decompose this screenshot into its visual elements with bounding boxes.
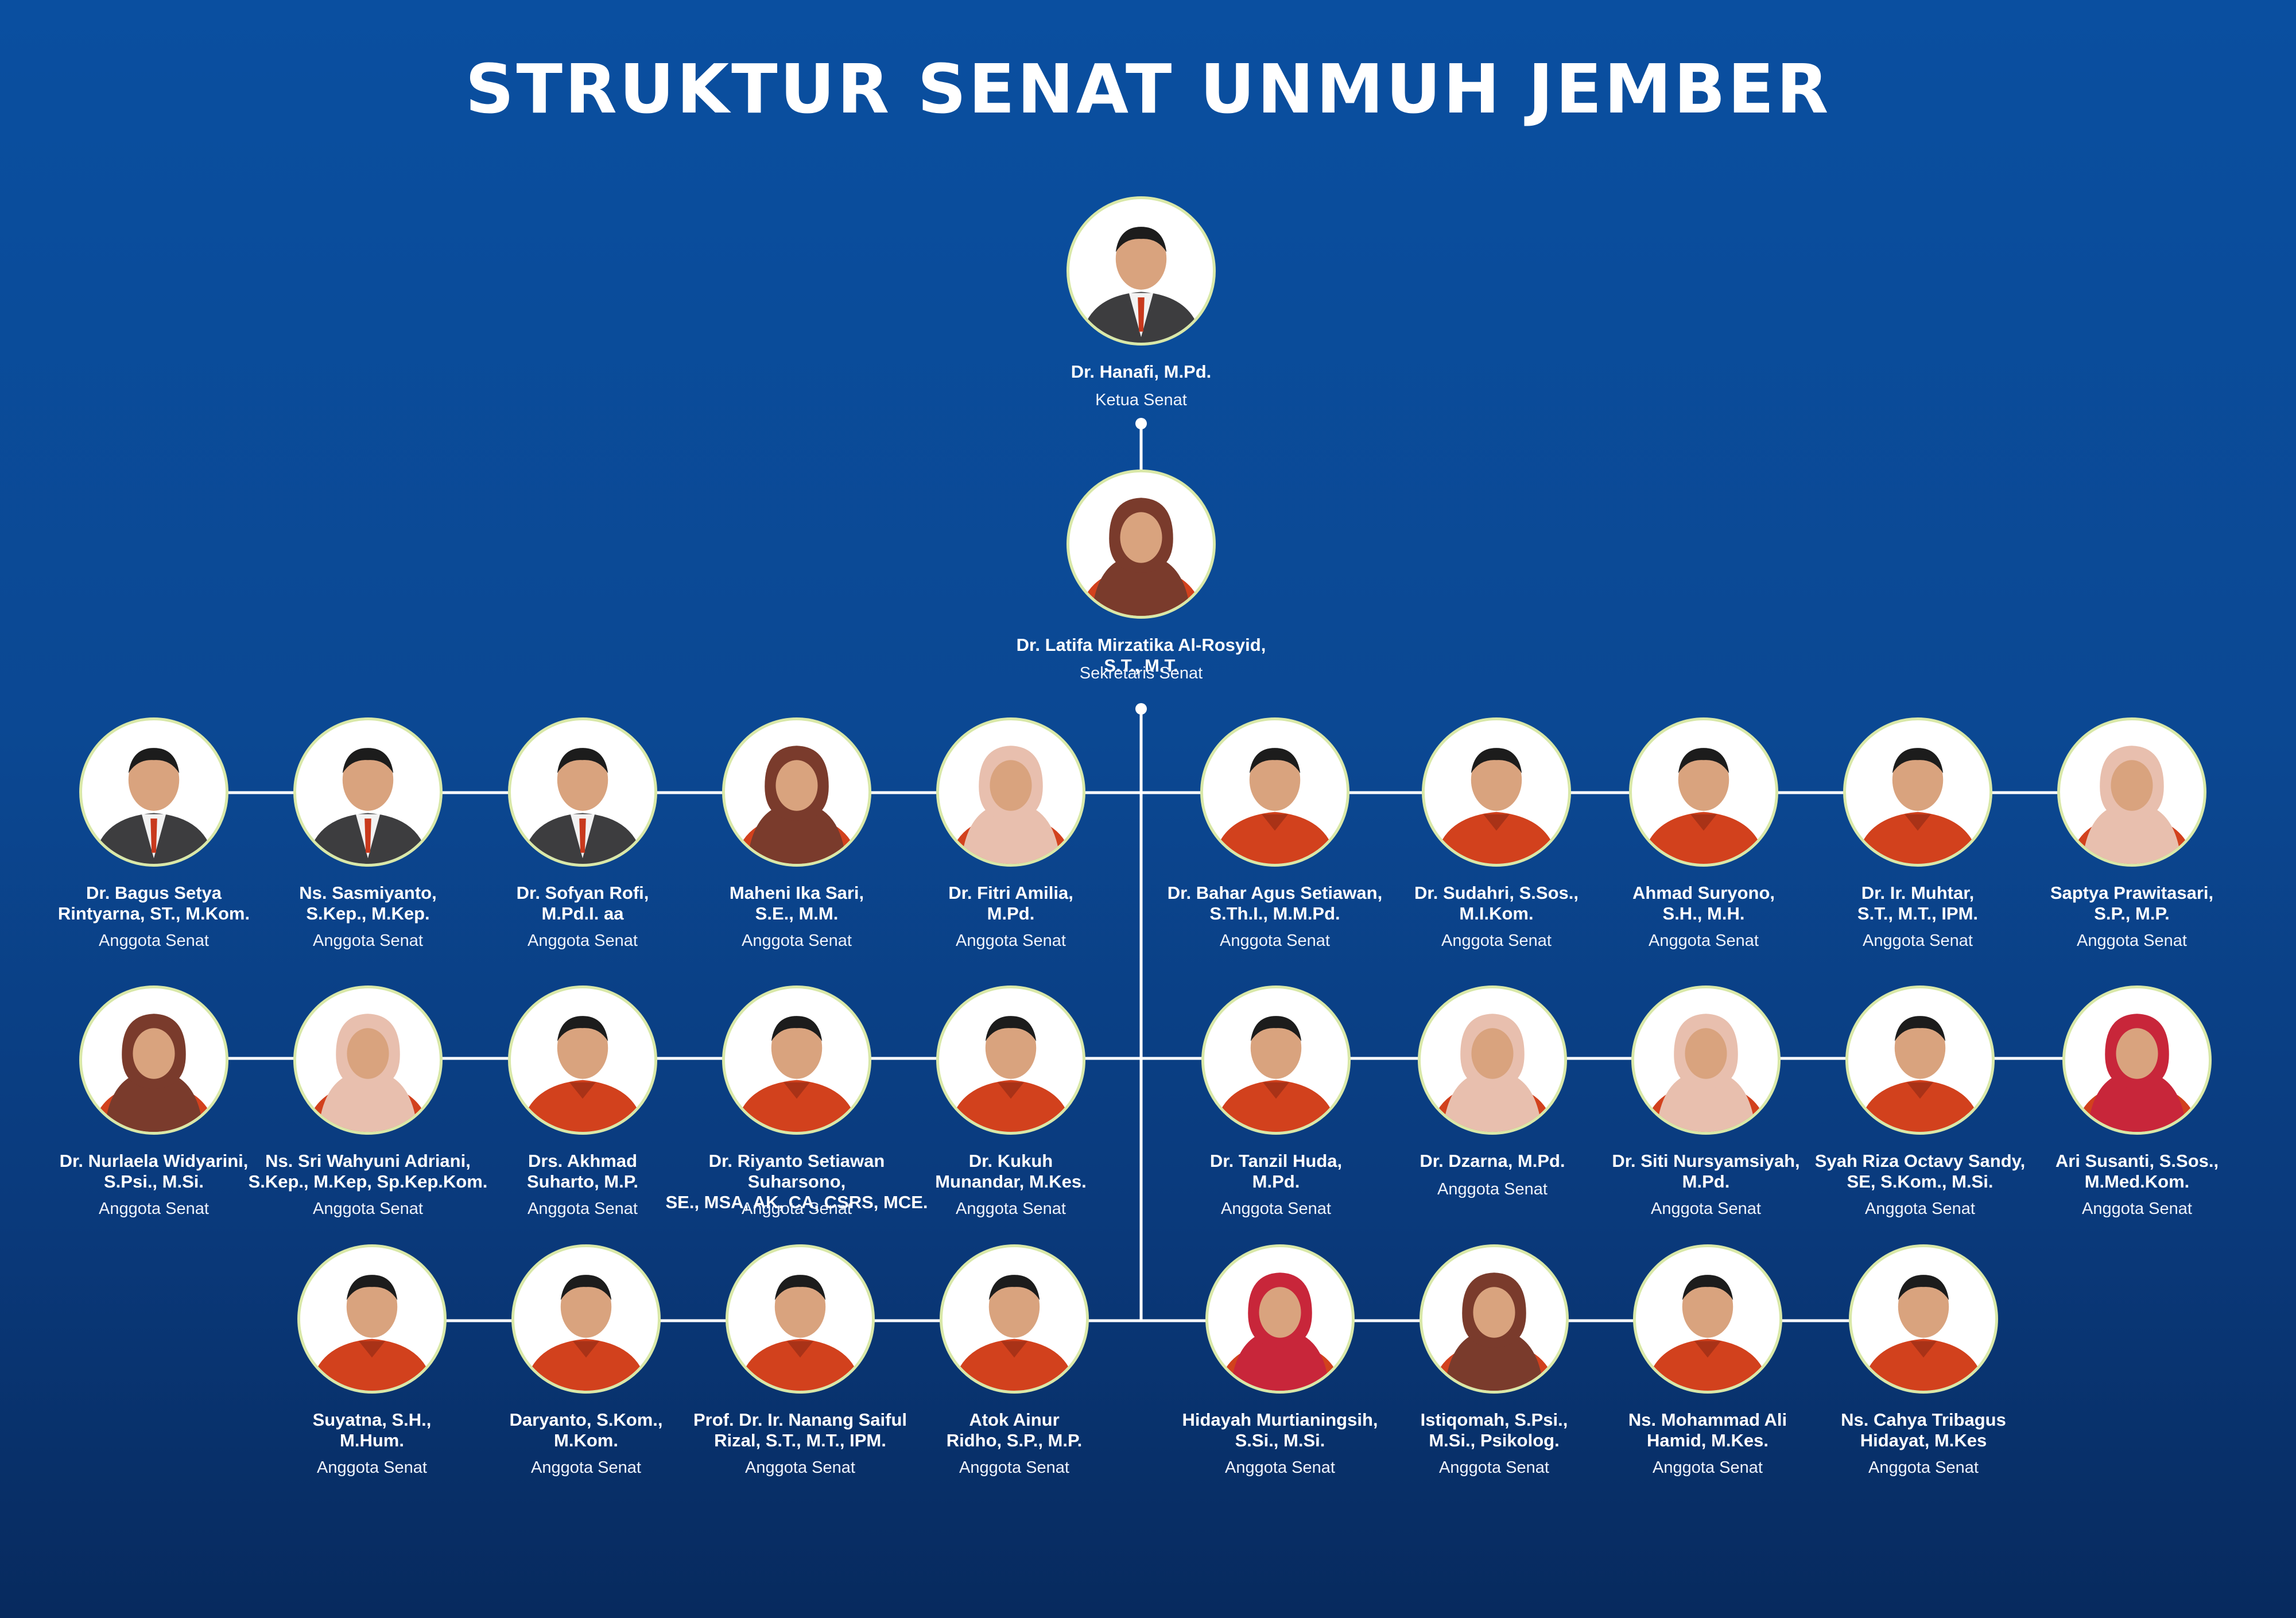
person-photo	[297, 1244, 447, 1394]
member-role: Anggota Senat	[1221, 1200, 1331, 1218]
page-title: STRUKTUR SENAT UNMUH JEMBER	[465, 49, 1831, 129]
member-name: Dr. Dzarna, M.Pd.	[1420, 1151, 1565, 1171]
member-role: Anggota Senat	[1868, 1458, 1979, 1477]
person-photo	[1201, 985, 1351, 1135]
person-photo	[508, 985, 657, 1135]
member-name: Dr. Tanzil Huda, M.Pd.	[1209, 1151, 1343, 1192]
person-photo	[1631, 985, 1781, 1135]
person-photo	[511, 1244, 661, 1394]
person-photo	[1843, 717, 1992, 867]
person-photo	[2062, 985, 2212, 1135]
member-name: Drs. Akhmad Suharto, M.P.	[526, 1151, 639, 1192]
member-role: Anggota Senat	[528, 1200, 638, 1218]
person-photo	[508, 717, 657, 867]
member-name: Syah Riza Octavy Sandy, SE, S.Kom., M.Si…	[1814, 1151, 2026, 1192]
member-name: Dr. Fitri Amilia, M.Pd.	[948, 883, 1073, 924]
person-photo	[293, 717, 443, 867]
member-name: Dr. Siti Nursyamsiyah, M.Pd.	[1612, 1151, 1800, 1192]
member-role: Anggota Senat	[1437, 1180, 1548, 1198]
person-photo	[1205, 1244, 1355, 1394]
member-name: Saptya Prawitasari, S.P., M.P.	[2050, 883, 2214, 924]
member-role: Anggota Senat	[1439, 1458, 1549, 1477]
person-photo	[1422, 717, 1571, 867]
connector-dot	[1135, 418, 1147, 429]
member-role: Anggota Senat	[959, 1458, 1069, 1477]
member-name: Daryanto, S.Kom., M.Kom.	[509, 1410, 663, 1450]
member-name: Dr. Sudahri, S.Sos., M.I.Kom.	[1414, 883, 1578, 924]
member-role: Anggota Senat	[745, 1458, 855, 1477]
member-name: Dr. Riyanto Setiawan Suharsono, SE., MSA…	[665, 1151, 928, 1212]
member-name: Dr. Nurlaela Widyarini, S.Psi., M.Si.	[59, 1151, 249, 1192]
person-photo	[1629, 717, 1778, 867]
member-name: Ns. Mohammad Ali Hamid, M.Kes.	[1628, 1410, 1787, 1450]
member-role: Anggota Senat	[1863, 932, 1973, 950]
person-photo	[1849, 1244, 1998, 1394]
member-role: Anggota Senat	[1220, 932, 1330, 950]
member-name: Ari Susanti, S.Sos., M.Med.Kom.	[2055, 1151, 2219, 1192]
person-photo	[1633, 1244, 1782, 1394]
member-role: Anggota Senat	[99, 932, 209, 950]
person-photo	[1200, 717, 1349, 867]
member-role: Anggota Senat	[1225, 1458, 1335, 1477]
person-photo	[79, 717, 228, 867]
person-photo	[722, 717, 871, 867]
member-role: Ketua Senat	[1095, 391, 1187, 409]
person-photo	[79, 985, 228, 1135]
member-role: Anggota Senat	[1653, 1458, 1763, 1477]
person-photo	[1066, 470, 1216, 619]
member-name: Ns. Cahya Tribagus Hidayat, M.Kes	[1841, 1410, 2006, 1450]
person-photo	[722, 985, 871, 1135]
member-role: Anggota Senat	[956, 932, 1066, 950]
member-name: Istiqomah, S.Psi., M.Si., Psikolog.	[1420, 1410, 1568, 1450]
member-role: Anggota Senat	[528, 932, 638, 950]
member-role: Anggota Senat	[99, 1200, 209, 1218]
person-photo	[2057, 717, 2206, 867]
member-role: Anggota Senat	[742, 1200, 852, 1218]
member-role: Anggota Senat	[2082, 1200, 2192, 1218]
person-photo	[936, 985, 1085, 1135]
member-name: Hidayah Murtianingsih, S.Si., M.Si.	[1182, 1410, 1378, 1450]
member-name: Maheni Ika Sari, S.E., M.M.	[729, 883, 864, 924]
member-name: Atok Ainur Ridho, S.P., M.P.	[946, 1410, 1083, 1450]
member-role: Anggota Senat	[742, 932, 852, 950]
member-role: Anggota Senat	[317, 1458, 427, 1477]
member-role: Sekretaris Senat	[1079, 664, 1203, 682]
person-photo	[936, 717, 1085, 867]
member-role: Anggota Senat	[1865, 1200, 1975, 1218]
person-photo	[1845, 985, 1995, 1135]
member-name: Ahmad Suryono, S.H., M.H.	[1632, 883, 1775, 924]
member-role: Anggota Senat	[1441, 932, 1552, 950]
member-role: Anggota Senat	[313, 1200, 423, 1218]
person-photo	[726, 1244, 875, 1394]
member-role: Anggota Senat	[1649, 932, 1759, 950]
person-photo	[940, 1244, 1089, 1394]
person-photo	[1066, 196, 1216, 346]
member-name: Dr. Bahar Agus Setiawan, S.Th.I., M.M.Pd…	[1167, 883, 1383, 924]
member-name: Dr. Kukuh Munandar, M.Kes.	[935, 1151, 1087, 1192]
member-role: Anggota Senat	[956, 1200, 1066, 1218]
member-role: Anggota Senat	[1651, 1200, 1761, 1218]
member-name: Dr. Ir. Muhtar, S.T., M.T., IPM.	[1857, 883, 1979, 924]
person-photo	[1418, 985, 1567, 1135]
member-name: Dr. Bagus Setya Rintyarna, ST., M.Kom.	[57, 883, 250, 924]
member-role: Anggota Senat	[313, 932, 423, 950]
person-photo	[293, 985, 443, 1135]
connector-dot	[1135, 703, 1147, 715]
member-role: Anggota Senat	[2077, 932, 2187, 950]
member-name: Ns. Sri Wahyuni Adriani, S.Kep., M.Kep, …	[248, 1151, 488, 1192]
member-role: Anggota Senat	[531, 1458, 641, 1477]
member-name: Ns. Sasmiyanto, S.Kep., M.Kep.	[299, 883, 437, 924]
member-name: Suyatna, S.H., M.Hum.	[312, 1410, 432, 1450]
member-name: Dr. Latifa Mirzatika Al-Rosyid, S.T., M.…	[1016, 635, 1266, 676]
person-photo	[1420, 1244, 1569, 1394]
member-name: Dr. Hanafi, M.Pd.	[1071, 362, 1212, 382]
member-name: Prof. Dr. Ir. Nanang Saiful Rizal, S.T.,…	[693, 1410, 907, 1450]
member-name: Dr. Sofyan Rofi, M.Pd.I. aa	[516, 883, 649, 924]
